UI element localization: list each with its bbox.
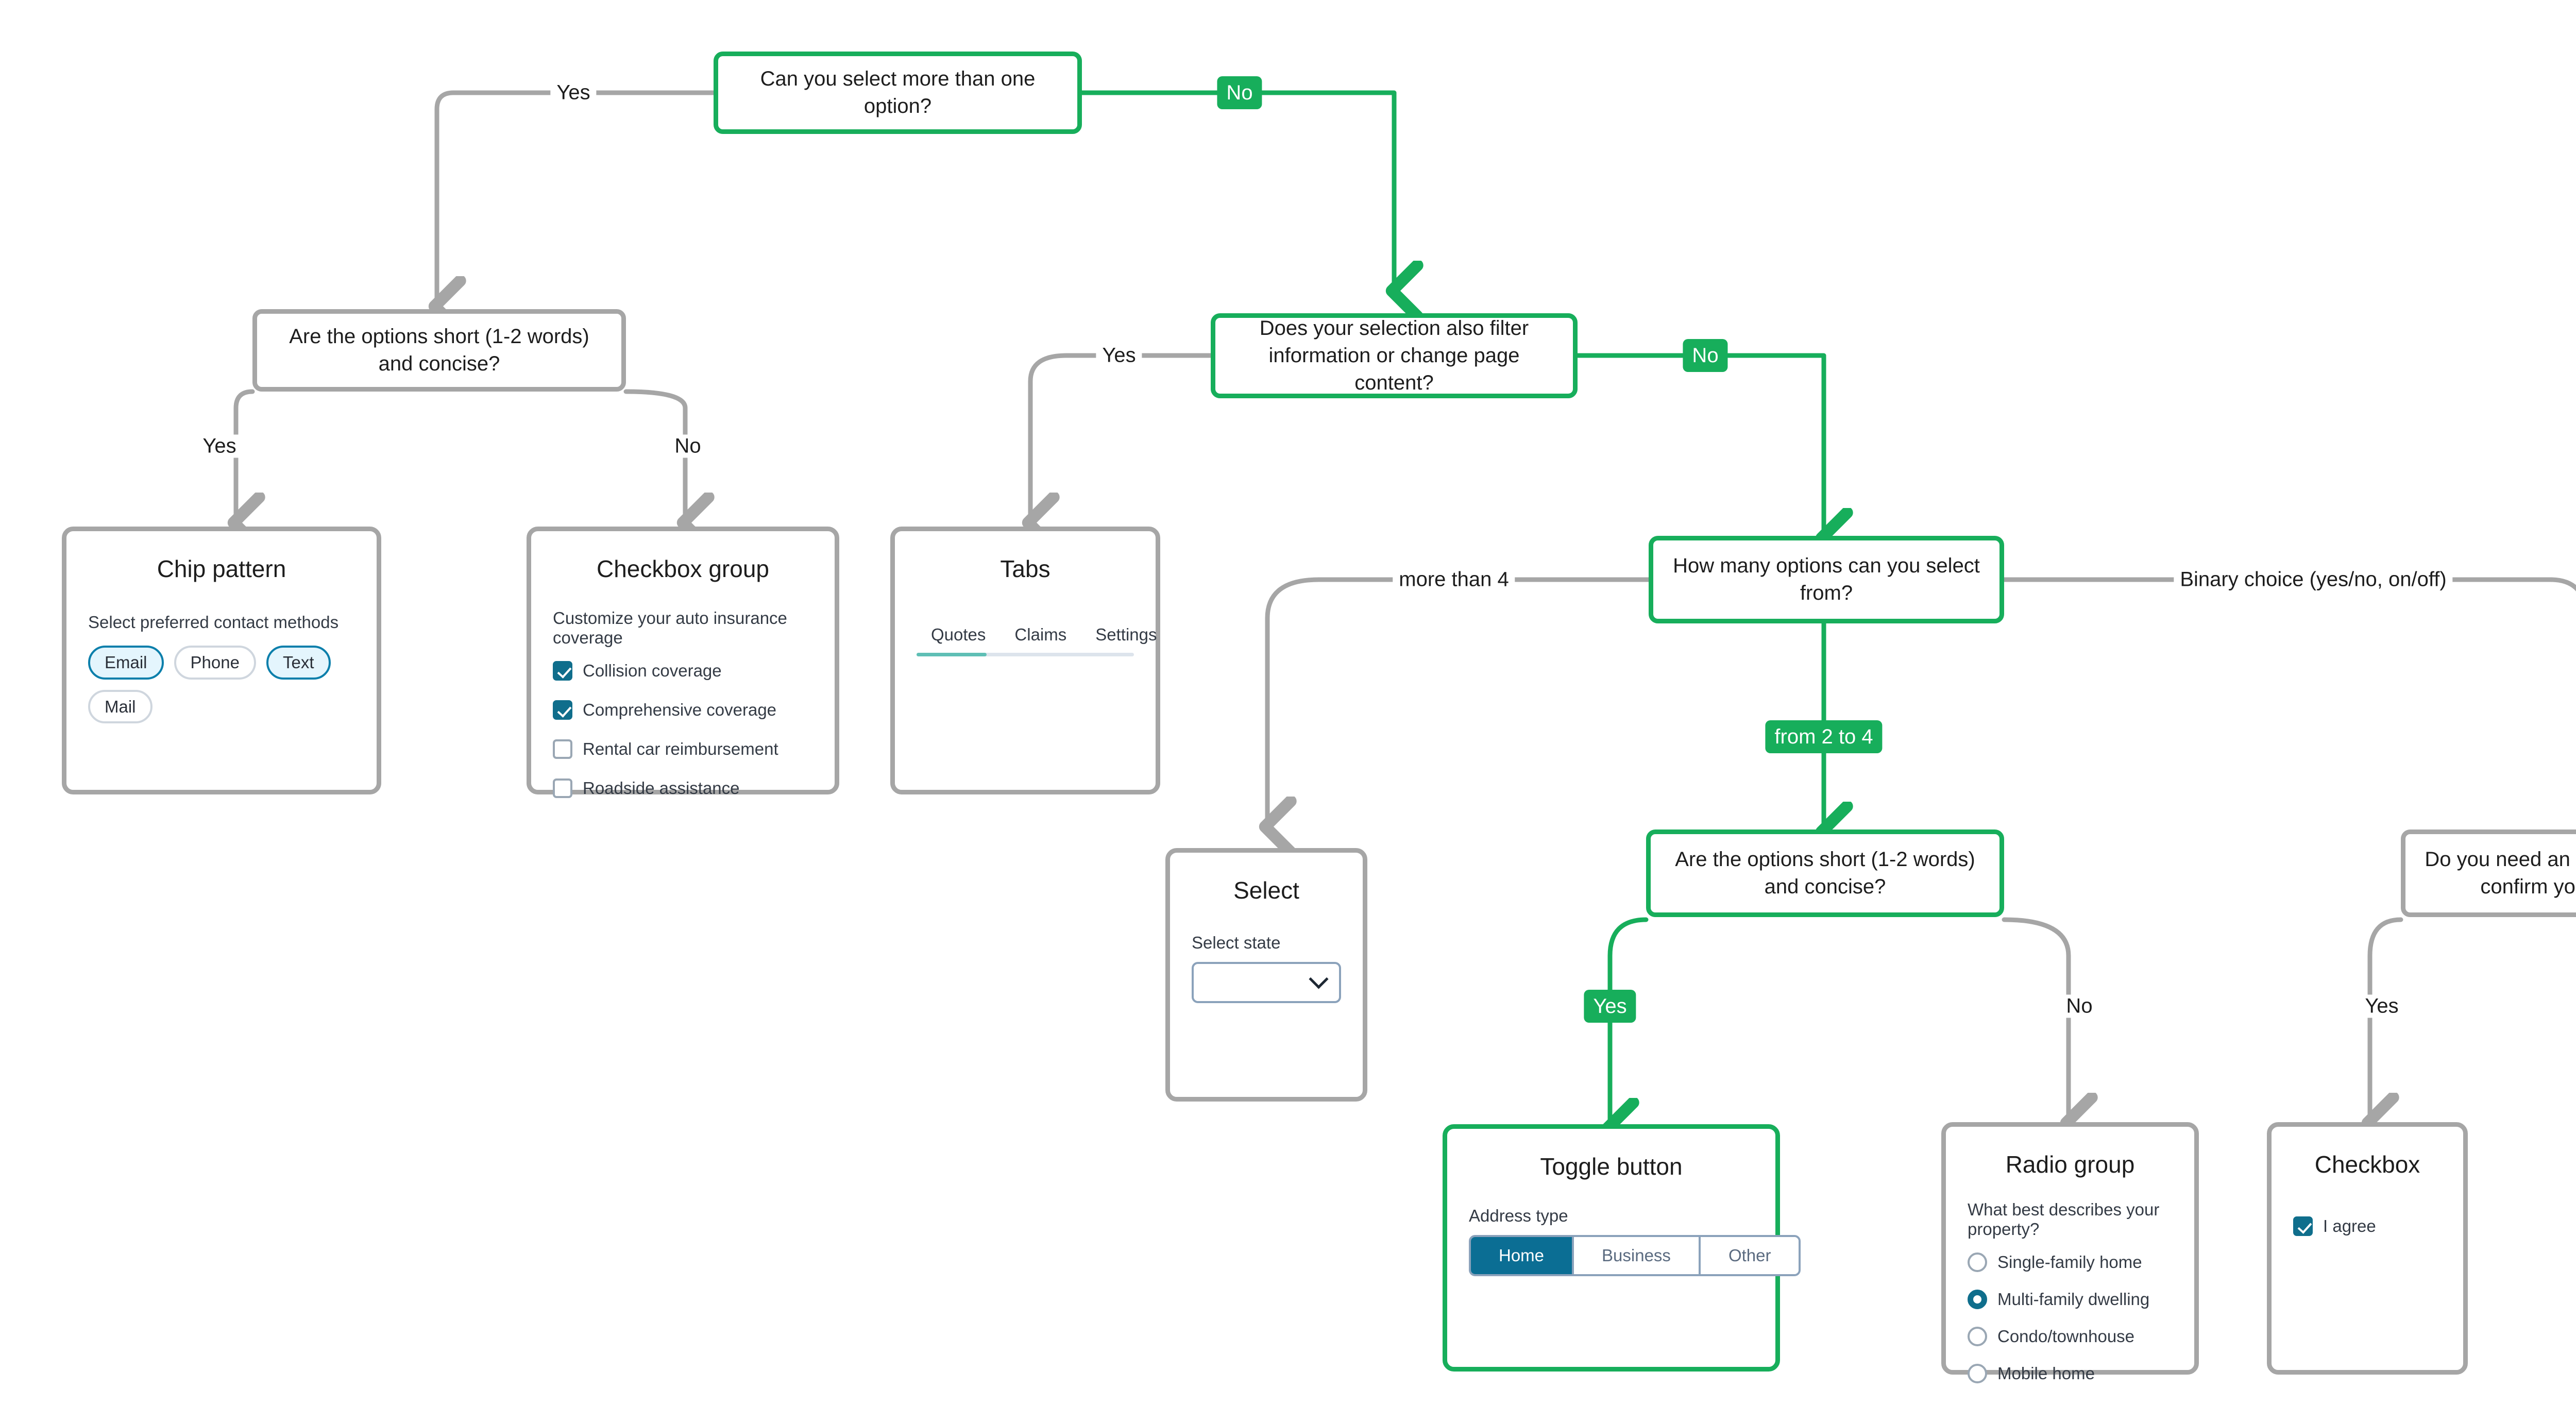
decision-how-many-options[interactable]: How many options can you select from?	[1649, 536, 2004, 623]
chevron-down-icon	[1309, 969, 1329, 989]
radio-group: Single-family home Multi-family dwelling…	[1968, 1252, 2173, 1383]
edge-label-short-multi-yes: Yes	[196, 434, 243, 458]
chip-mail[interactable]: Mail	[88, 689, 152, 724]
card-title: Toggle button	[1540, 1153, 1683, 1180]
radio-unselected-icon[interactable]	[1968, 1252, 1987, 1272]
edge-badge-short-single-yes: Yes	[1584, 990, 1636, 1023]
edge-label-filter-yes: Yes	[1096, 344, 1142, 367]
tab-bar: Quotes Claims Settings	[917, 625, 1157, 653]
decision-options-short-single[interactable]: Are the options short (1-2 words) and co…	[1646, 830, 2004, 917]
checkbox-row[interactable]: Comprehensive coverage	[553, 700, 813, 720]
card-checkbox-group: Checkbox group Customize your auto insur…	[527, 527, 839, 798]
decision-can-select-multiple[interactable]: Can you select more than one option?	[714, 52, 1082, 134]
radio-label: Condo/townhouse	[1997, 1327, 2135, 1346]
edge-label-short-single-no: No	[2060, 994, 2099, 1018]
radio-group-label: What best describes your property?	[1968, 1200, 2160, 1239]
select-label: Select state	[1192, 933, 1281, 952]
card-title: Checkbox	[2314, 1151, 2420, 1178]
edge-badge-multi-no: No	[1217, 76, 1262, 109]
radio-selected-icon[interactable]	[1968, 1290, 1987, 1309]
decision-options-short-multi[interactable]: Are the options short (1-2 words) and co…	[252, 309, 626, 392]
edge-badge-from-2-to-4: from 2 to 4	[1765, 720, 1883, 753]
checkbox-checked-icon[interactable]	[553, 700, 572, 720]
node-label: Do you need an additional action to conf…	[2425, 848, 2576, 898]
tab-indicator-track	[917, 653, 1134, 656]
radio-label: Multi-family dwelling	[1997, 1290, 2150, 1309]
card-checkbox: Checkbox I agree	[2267, 1122, 2468, 1375]
node-label: Does your selection also filter informat…	[1259, 317, 1529, 394]
radio-label: Single-family home	[1997, 1252, 2142, 1272]
checkbox-label: I agree	[2323, 1216, 2376, 1235]
checkbox-group-label: Customize your auto insurance coverage	[553, 608, 787, 647]
checkbox-checked-icon[interactable]	[2293, 1216, 2313, 1236]
checkbox-label: Rental car reimbursement	[583, 739, 778, 758]
checkbox-group: Collision coverage Comprehensive coverag…	[553, 661, 813, 798]
checkbox-unchecked-icon[interactable]	[553, 739, 572, 759]
radio-row[interactable]: Single-family home	[1968, 1252, 2173, 1272]
radio-row[interactable]: Multi-family dwelling	[1968, 1290, 2173, 1309]
chip-group-label: Select preferred contact methods	[88, 613, 339, 632]
toggle-option-business[interactable]: Business	[1574, 1237, 1701, 1274]
checkbox-label: Roadside assistance	[583, 778, 740, 798]
card-title: Tabs	[1000, 555, 1050, 582]
tab-claims[interactable]: Claims	[1014, 625, 1067, 644]
edge-label-more-than-4: more than 4	[1393, 568, 1515, 591]
toggle-button-group: Home Business Other	[1469, 1235, 1801, 1276]
tab-quotes[interactable]: Quotes	[931, 625, 986, 644]
checkbox-row[interactable]: Collision coverage	[553, 661, 813, 681]
radio-unselected-icon[interactable]	[1968, 1327, 1987, 1346]
checkbox-row[interactable]: Roadside assistance	[553, 778, 813, 798]
card-tabs: Tabs Quotes Claims Settings	[890, 527, 1160, 794]
checkbox-checked-icon[interactable]	[553, 661, 572, 681]
checkbox-row[interactable]: Rental car reimbursement	[553, 739, 813, 759]
card-title: Checkbox group	[597, 555, 769, 582]
card-select: Select Select state	[1165, 848, 1367, 1102]
radio-unselected-icon[interactable]	[1968, 1364, 1987, 1383]
select-input[interactable]	[1192, 962, 1341, 1003]
card-toggle-button: Toggle button Address type Home Business…	[1443, 1124, 1801, 1372]
tab-settings[interactable]: Settings	[1095, 625, 1157, 644]
node-label: Are the options short (1-2 words) and co…	[1675, 848, 1975, 898]
card-radio-group: Radio group What best describes your pro…	[1941, 1122, 2199, 1383]
node-label: Can you select more than one option?	[760, 67, 1036, 117]
edge-label-binary-choice: Binary choice (yes/no, on/off)	[2174, 568, 2453, 591]
node-label: How many options can you select from?	[1673, 554, 1980, 604]
card-title: Select	[1233, 877, 1299, 904]
edge-label-multi-yes: Yes	[550, 81, 597, 105]
chip-text[interactable]: Text	[266, 646, 331, 680]
decision-need-confirm-action[interactable]: Do you need an additional action to conf…	[2401, 830, 2576, 917]
checkbox-label: Comprehensive coverage	[583, 700, 777, 719]
edge-label-confirm-yes: Yes	[2359, 994, 2405, 1018]
tab-active-indicator	[917, 653, 987, 656]
card-chip-pattern: Chip pattern Select preferred contact me…	[62, 527, 381, 794]
toggle-option-home[interactable]: Home	[1471, 1237, 1574, 1274]
chip-email[interactable]: Email	[88, 646, 164, 680]
toggle-option-other[interactable]: Other	[1700, 1237, 1799, 1274]
toggle-group-label: Address type	[1469, 1206, 1568, 1225]
card-title: Chip pattern	[157, 555, 286, 582]
edge-badge-filter-no: No	[1683, 339, 1728, 372]
radio-row[interactable]: Mobile home	[1968, 1364, 2173, 1383]
node-label: Are the options short (1-2 words) and co…	[289, 325, 589, 375]
card-title: Radio group	[2005, 1151, 2135, 1178]
edge-label-short-multi-no: No	[668, 434, 707, 458]
checkbox-row[interactable]: I agree	[2293, 1216, 2442, 1236]
chip-phone[interactable]: Phone	[174, 646, 256, 680]
decision-selection-filters-content[interactable]: Does your selection also filter informat…	[1211, 313, 1578, 398]
radio-label: Mobile home	[1997, 1364, 2095, 1383]
checkbox-label: Collision coverage	[583, 661, 722, 680]
checkbox-unchecked-icon[interactable]	[553, 778, 572, 798]
chip-group: Email Phone Text Mail	[88, 646, 355, 724]
radio-row[interactable]: Condo/townhouse	[1968, 1327, 2173, 1346]
